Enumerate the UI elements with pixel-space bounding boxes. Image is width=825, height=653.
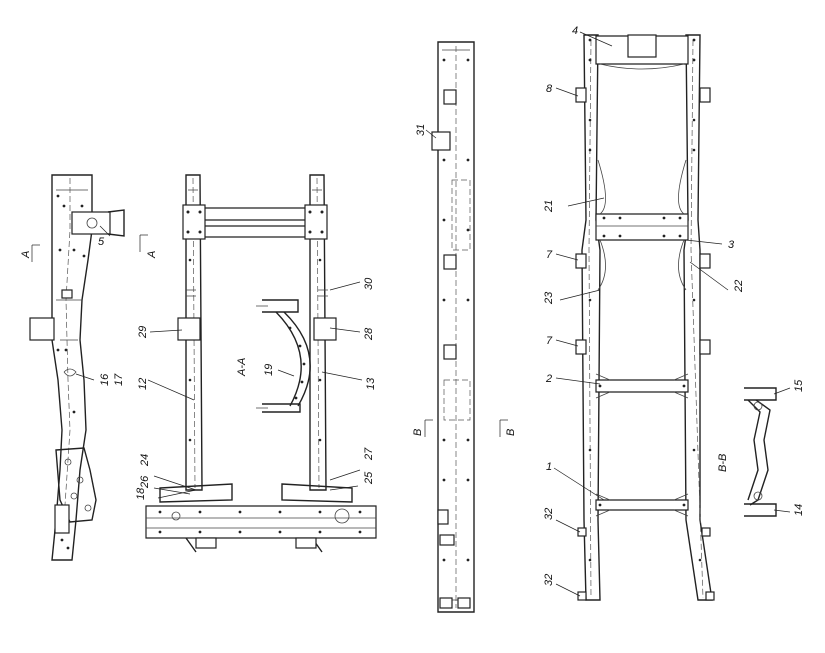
- callout-12: 12: [137, 378, 149, 390]
- section-marker-a-right: A: [139, 234, 158, 259]
- section-marker-b-right: B: [499, 419, 517, 437]
- callout-28: 28: [363, 327, 375, 341]
- leader-lines: [75, 31, 791, 597]
- front-frame-plan-view: [145, 174, 377, 553]
- callout-26: 26: [139, 475, 151, 489]
- callout-18: 18: [135, 487, 147, 500]
- callout-2: 2: [545, 373, 552, 385]
- frame-plan-view: [575, 34, 715, 601]
- callout-7b: 7: [546, 335, 553, 347]
- section-a-right-label: A: [146, 251, 158, 259]
- front-frame-side-view: [29, 174, 125, 561]
- section-a-a-view: A-A: [236, 299, 311, 413]
- callout-22: 22: [733, 280, 745, 293]
- section-b-left-label: B: [412, 429, 424, 436]
- callout-14: 14: [793, 504, 805, 516]
- callout-15: 15: [793, 379, 805, 392]
- callout-32a: 32: [543, 508, 555, 520]
- callout-1: 1: [546, 461, 552, 473]
- callout-8: 8: [546, 83, 553, 95]
- callout-3: 3: [728, 239, 735, 251]
- callout-5: 5: [98, 236, 105, 248]
- callout-32b: 32: [543, 574, 555, 586]
- section-b-b-label: B-B: [717, 454, 729, 472]
- section-marker-b-left: B: [412, 419, 433, 437]
- callout-13: 13: [365, 377, 377, 390]
- callout-16: 16: [99, 373, 111, 386]
- callout-23: 23: [543, 291, 555, 305]
- section-a-left-label: A: [20, 251, 32, 259]
- callout-24: 24: [139, 454, 151, 467]
- callout-labels: 5 16 17 12 29 18 24 26 19 30 28 13 27 25…: [98, 25, 805, 586]
- section-a-a-label: A-A: [236, 358, 248, 377]
- callout-4: 4: [572, 25, 578, 37]
- section-marker-a-left: A: [20, 244, 40, 262]
- frame-side-view: [431, 41, 475, 613]
- callout-21: 21: [543, 200, 555, 213]
- callout-30: 30: [363, 277, 375, 290]
- callout-7a: 7: [546, 249, 553, 261]
- callout-27: 27: [363, 447, 375, 461]
- callout-31: 31: [415, 124, 427, 136]
- callout-29: 29: [137, 326, 149, 339]
- callout-25: 25: [363, 471, 375, 485]
- section-b-right-label: B: [505, 429, 517, 436]
- section-b-b-view: B-B: [717, 387, 777, 517]
- callout-17: 17: [113, 373, 125, 386]
- callout-19: 19: [263, 364, 275, 376]
